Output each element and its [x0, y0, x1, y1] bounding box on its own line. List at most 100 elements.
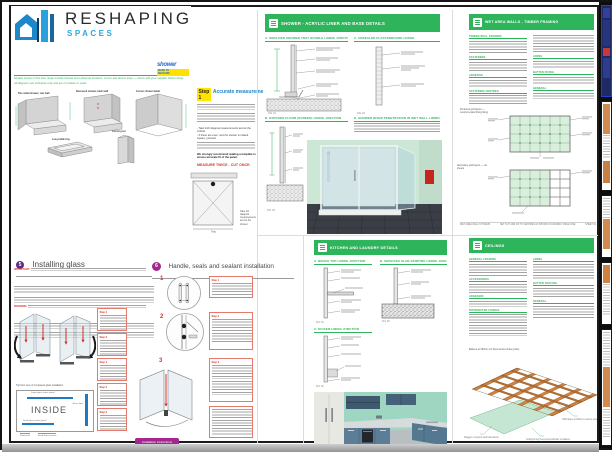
text-lines: [99, 339, 126, 356]
subhead-d: D. SHOWER RISER PENETRATION IN WET WALL …: [354, 117, 440, 122]
text-lines: [197, 113, 255, 124]
intro-note: Models shown in this liner range include…: [14, 75, 188, 85]
framing-text-right: LINING BATTEN FIXING GENERAL: [533, 35, 594, 99]
text-lines: [197, 104, 255, 110]
ceiling-text-left: GENERAL FRAMING ACCESSORIES ADHESION DIS…: [469, 258, 527, 337]
text-lines: [14, 286, 154, 294]
desk-surface: [2, 444, 599, 452]
kitchen-panel-title: KITCHEN AND LAUNDRY DETAILS: [330, 245, 398, 250]
page-thumbnail[interactable]: [601, 101, 612, 191]
inside-label: INSIDE: [31, 405, 68, 415]
kitchen-drawing-c: FIG 06: [316, 335, 361, 388]
text-lines: [354, 123, 440, 134]
handle-step-1-box: Step 1: [209, 276, 253, 298]
house-logo-icon: [15, 10, 54, 42]
kitchen-drawing-a: FIG 04: [316, 267, 363, 324]
page-divider: [258, 235, 598, 236]
text-lines: [211, 318, 252, 331]
fixing-grid-2: [488, 169, 592, 214]
plan-tag-small-panel: Small glass return panel: [23, 420, 47, 422]
installation-instructions-button[interactable]: installation instructions: [135, 438, 179, 446]
ceiling-panel-header: CEILINGS: [469, 238, 594, 253]
text-lines: [211, 332, 252, 344]
page-divider: [257, 10, 258, 443]
page-divider: [303, 236, 304, 443]
handle-step-2-detail: [166, 313, 204, 351]
fixing-grid-1: [488, 115, 592, 159]
svg-text:Corner shower detail: Corner shower detail: [136, 90, 160, 93]
step1-badge: Step 1: [197, 88, 211, 101]
framing-panel-title: WET AREA WALLS - TIMBER FRAMING: [485, 20, 559, 24]
text-lines: [469, 283, 527, 293]
page-divider: [452, 10, 453, 443]
step-box: Step 5: [97, 383, 127, 406]
text-lines: [533, 305, 594, 318]
text-lines: [533, 263, 594, 280]
text-lines: [28, 305, 147, 308]
stamp-line2: MEASURE: [158, 72, 170, 75]
framing-footer: WET AREA WALL SYSTEMS SET OUT AND FIX TO…: [460, 222, 596, 226]
glass-line-bottom: [22, 423, 54, 425]
text-lines: [99, 314, 126, 331]
grid1-caption: Preferred grid layout — recommended lini…: [460, 108, 488, 114]
inside-plan-caption: Top floor view of completed glass instal…: [16, 384, 64, 387]
step1-bold-note: We strongly recommend making a template …: [197, 152, 256, 160]
page-thumbnail[interactable]: [601, 195, 612, 258]
svg-text:Stagger end joints and back-bl: Stagger end joints and back-block: [464, 436, 499, 439]
tray-configuration-diagrams: Two sided shower, rear wall Recessed sho…: [15, 90, 187, 164]
section-number-badge: 6: [152, 262, 161, 272]
page-thumbnail[interactable]: [601, 262, 612, 325]
svg-text:Tray: Tray: [211, 231, 217, 234]
text-lines: [211, 364, 252, 379]
text-lines: [469, 79, 527, 88]
svg-text:FIG 01: FIG 01: [268, 111, 276, 115]
step1-title: Accurate measureme: [212, 88, 264, 95]
step1-bullet-2: - If these are even, and the shower is i…: [197, 133, 249, 140]
svg-text:Low profile tray: Low profile tray: [52, 138, 70, 141]
subhead-b: B. EXPOSED FLOOR (SCREED) LINING JUNCTIO…: [265, 117, 348, 122]
handle-step-1-number: 1: [160, 276, 164, 282]
intro-line-1: Models shown in this liner range include…: [14, 76, 184, 80]
page-thumbnail[interactable]: [601, 5, 612, 97]
text-lines: [197, 142, 255, 150]
inside-plan-footnotes: Fixed wall Fixed floor channel: [20, 433, 57, 437]
diagonal-measure-diagram: Tray: [190, 172, 238, 234]
step-box: Step 6: [97, 408, 127, 431]
grid2-caption: Alternative grid layout — cut sheets: [457, 164, 487, 170]
svg-text:FIG 04: FIG 04: [316, 321, 324, 324]
ceiling-text-right: LINING BATTEN SPACING GENERAL: [533, 258, 594, 318]
text-lines: [533, 60, 594, 69]
page-thumbnail[interactable]: [601, 329, 612, 446]
installing-glass-title: Installing glass: [32, 260, 85, 270]
poster-border: [9, 5, 599, 443]
svg-text:FIG 02: FIG 02: [357, 111, 365, 115]
kitchen-photo: [314, 392, 447, 448]
glass-line-top: [27, 397, 73, 399]
text-lines: [30, 268, 146, 271]
text-lines: [14, 296, 154, 303]
step-box: Step 4: [97, 358, 127, 381]
panel-doc-icon: [473, 17, 482, 27]
detail-drawing-a: FIG 01: [266, 44, 342, 115]
handle-section-title: Handle, seals and sealant installation: [168, 263, 274, 271]
svg-text:Ceiling lining fixed perpendic: Ceiling lining fixed perpendicular to ba…: [526, 438, 571, 441]
text-lines: [533, 287, 594, 298]
svg-text:FIG 05: FIG 05: [382, 320, 390, 323]
text-lines: [533, 92, 594, 99]
text-lines: [211, 282, 252, 296]
text-lines: [469, 61, 527, 72]
text-lines: [99, 364, 126, 381]
text-lines: [533, 35, 594, 53]
kitchen-drawing-b: FIG 05: [381, 267, 435, 323]
kitchen-panel-header: KITCHEN AND LAUNDRY DETAILS: [314, 240, 447, 255]
inside-plan-diagram: Large glass return panel Glass door INSI…: [16, 390, 94, 432]
intro-line-2: All diagrams are indicative only and are…: [14, 80, 88, 85]
text-lines: [99, 414, 126, 431]
brand-subtitle: SPACES: [67, 29, 115, 38]
svg-text:GIB batten at 450mm centres ac: GIB batten at 450mm centres across joist…: [562, 418, 597, 421]
subhead-a: A. MOULDED SHOWER TRAY DOUBLE LINING JUN…: [265, 37, 348, 42]
ceiling-panel-title: CEILINGS: [485, 243, 505, 248]
handle-step-3-box: Step 3: [209, 358, 253, 402]
panel-doc-icon: [269, 18, 278, 28]
